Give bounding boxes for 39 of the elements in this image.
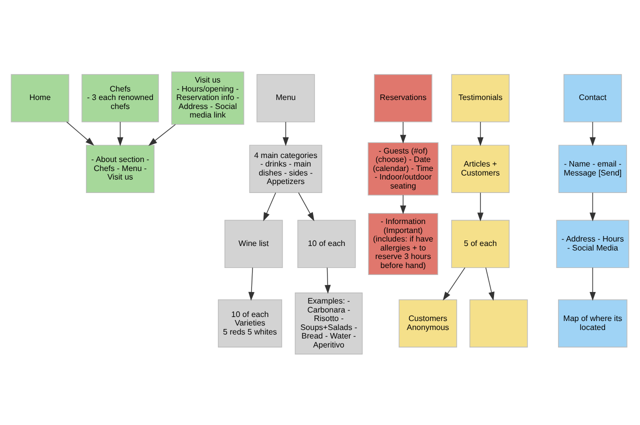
- arrow: [590, 121, 596, 146]
- arrow: [477, 192, 484, 221]
- node-box: - About section - Chefs - Menu - Visit us: [86, 144, 154, 192]
- node-box: Chefs - 3 each renowned chefs: [82, 74, 159, 122]
- node-box: Menu: [256, 74, 315, 122]
- node-box: Home: [10, 74, 70, 122]
- node-box: 5 of each: [451, 219, 510, 268]
- node-box: 4 main categories - drinks - main dishes - sides - Appetizers: [249, 144, 322, 192]
- node-box: - Address - Hours - Social Media: [556, 219, 630, 268]
- arrow: [282, 121, 289, 146]
- arrow: [248, 266, 254, 300]
- node-box: 10 of each: [297, 219, 356, 268]
- arrow: [148, 124, 176, 146]
- node-box: Contact: [564, 74, 622, 122]
- node-box: Visit us - Hours/opening - Reservation info - Address - Social media link: [171, 71, 244, 124]
- arrow: [485, 266, 494, 300]
- arrow: [324, 266, 331, 294]
- node-box: Map of where its located: [558, 298, 628, 348]
- arrow: [117, 121, 124, 146]
- arrow: [590, 192, 596, 221]
- arrow: [298, 192, 314, 221]
- node-box: - Name - email - Message [Send]: [558, 144, 627, 192]
- node-box: Examples: - Carbonara - Risotto - Soups+Salads - Bread - Water - Aperitivo: [294, 292, 363, 354]
- node-box: Customers Anonymous: [398, 298, 458, 348]
- arrow: [477, 121, 484, 146]
- arrow: [442, 266, 466, 300]
- node-box: - Information (Important) (includes: if have allergies + to reserve 3 hours before hand): [368, 212, 438, 274]
- node-box: 10 of each Varieties 5 reds 5 whites: [218, 298, 282, 348]
- node-box: Reservations: [374, 74, 432, 122]
- node-box: [469, 298, 528, 348]
- node-box: Wine list: [224, 219, 283, 268]
- arrow: [400, 121, 406, 144]
- arrow: [66, 121, 94, 146]
- node-box: - Guests (#of) (choose) - Date (calendar) - Time - Indoor/outdoor seating: [368, 142, 438, 195]
- node-box: Testimonials: [451, 74, 510, 122]
- arrow: [263, 192, 276, 221]
- node-box: Articles + Customers: [451, 144, 510, 192]
- arrow: [590, 266, 596, 300]
- arrow: [400, 194, 406, 214]
